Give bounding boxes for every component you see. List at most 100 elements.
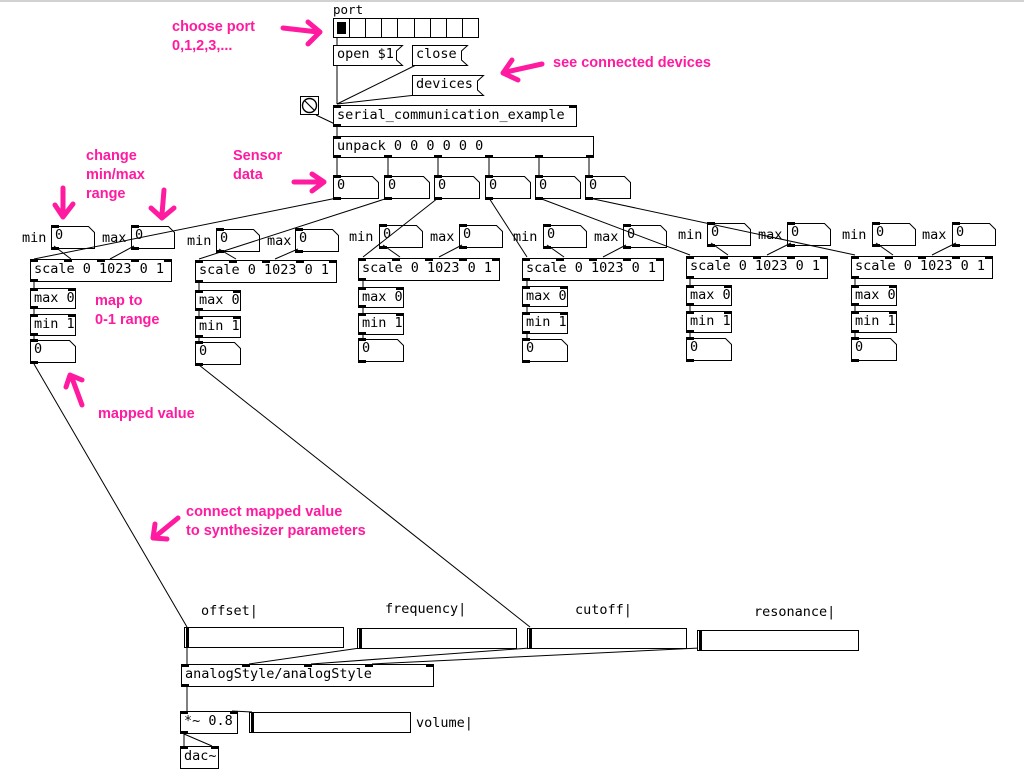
min-number-4[interactable]: 0 [543,224,587,249]
port-label: port [333,2,364,17]
scale-object-3[interactable]: scale 0 1023 0 1 [358,258,500,281]
mapped-value-3[interactable]: 0 [358,338,404,363]
scale-object-4[interactable]: scale 0 1023 0 1 [522,258,664,281]
min-object-text-2: min 1 [199,318,240,334]
mapped-value-1-value: 0 [34,341,43,357]
scale-object-6[interactable]: scale 0 1023 0 1 [851,256,993,279]
cutoff-slider-knob[interactable] [529,629,532,648]
sensor-value-5[interactable]: 0 [535,175,581,200]
port-radio-cell-2[interactable] [366,19,383,37]
mapped-value-4[interactable]: 0 [522,338,568,363]
resonance-slider[interactable] [697,630,859,651]
mapped-value-2[interactable]: 0 [195,341,241,366]
min-object-3[interactable]: min 1 [358,313,404,335]
port-radio[interactable] [333,18,479,38]
arrow-to-max-icon [148,187,177,221]
port-radio-cell-3[interactable] [382,19,399,37]
bang-button[interactable] [300,96,319,115]
max-object-1[interactable]: max 0 [30,288,76,309]
close-message-text: close [416,46,457,62]
sensor-value-6[interactable]: 0 [585,175,631,200]
min-label-6: min [842,227,867,243]
volume-slider[interactable] [249,712,411,733]
port-radio-cell-0[interactable] [334,19,351,37]
max-number-3-value: 0 [463,226,472,242]
frequency-slider[interactable] [357,628,517,649]
max-number-1[interactable]: 0 [131,225,175,250]
annotation-sensor-data: Sensor data [233,148,283,183]
arrow-to-sensor-icon [291,171,327,194]
sensor-value-3-value: 0 [438,177,447,193]
max-object-5[interactable]: max 0 [686,285,732,306]
scale-text-4: scale 0 1023 0 1 [526,260,657,276]
sensor-value-3[interactable]: 0 [434,175,480,200]
port-radio-cell-8[interactable] [463,19,478,37]
open-message[interactable]: open $1 [333,45,404,66]
cutoff-slider[interactable] [527,628,687,649]
mapped-value-1[interactable]: 0 [30,339,76,364]
max-object-3[interactable]: max 0 [358,287,404,308]
multiply-signal-object[interactable]: *~ 0.8 [180,711,238,734]
max-object-text-2: max 0 [199,292,240,308]
max-object-6[interactable]: max 0 [851,285,897,306]
close-message[interactable]: close [412,45,469,66]
min-number-3[interactable]: 0 [379,224,423,249]
min-number-6-value: 0 [876,224,885,240]
dac-object[interactable]: dac~ [180,746,219,769]
devices-message[interactable]: devices [412,75,485,96]
min-number-5[interactable]: 0 [707,222,751,247]
frequency-slider-knob[interactable] [359,629,362,648]
cutoff-label: cutoff| [575,602,632,618]
min-object-5[interactable]: min 1 [686,311,732,333]
min-object-6[interactable]: min 1 [851,311,897,333]
analogstyle-synth-object[interactable]: analogStyle/analogStyle [181,664,434,687]
resonance-slider-knob[interactable] [699,631,702,650]
scale-object-2[interactable]: scale 0 1023 0 1 [195,260,337,283]
frequency-label: frequency| [385,601,467,617]
volume-slider-knob[interactable] [251,713,254,732]
min-object-text-5: min 1 [690,313,731,329]
window-top-border [0,0,1024,2]
serial-communication-object[interactable]: serial_communication_example [333,105,577,127]
port-radio-cell-4[interactable] [398,19,415,37]
sensor-value-1[interactable]: 0 [333,175,379,200]
min-object-2[interactable]: min 1 [195,316,241,338]
max-number-2-value: 0 [299,230,308,246]
min-number-1[interactable]: 0 [51,225,95,250]
max-number-4-value: 0 [627,226,636,242]
min-number-5-value: 0 [711,224,720,240]
min-object-4[interactable]: min 1 [522,312,568,334]
port-radio-cell-5[interactable] [415,19,431,37]
max-object-4[interactable]: max 0 [522,286,568,307]
max-object-2[interactable]: max 0 [195,290,241,311]
mapped-value-6[interactable]: 0 [851,337,897,362]
min-number-6[interactable]: 0 [872,222,916,247]
min-number-2[interactable]: 0 [216,228,260,253]
resonance-label: resonance| [754,604,836,620]
offset-slider[interactable] [184,627,344,648]
sensor-value-2[interactable]: 0 [384,175,430,200]
mapped-value-5[interactable]: 0 [686,337,732,362]
scale-text-6: scale 0 1023 0 1 [855,258,986,274]
unpack-object[interactable]: unpack 0 0 0 0 0 0 [333,136,594,158]
unpack-text: unpack 0 0 0 0 0 0 [337,138,484,154]
max-number-4[interactable]: 0 [623,224,667,249]
port-radio-cell-1[interactable] [350,19,367,37]
min-label-2: min [187,233,212,249]
max-number-5[interactable]: 0 [787,222,831,247]
dac-text: dac~ [184,748,217,764]
sensor-value-2-value: 0 [388,177,397,193]
max-number-3[interactable]: 0 [459,224,503,249]
scale-object-5[interactable]: scale 0 1023 0 1 [686,256,828,279]
bang-circle-icon [301,97,318,114]
annotation-map-range: map to 0-1 range [95,293,160,328]
max-number-6[interactable]: 0 [952,222,996,247]
offset-slider-knob[interactable] [186,628,189,647]
sensor-value-4[interactable]: 0 [485,175,531,200]
min-object-1[interactable]: min 1 [30,314,76,336]
max-number-2[interactable]: 0 [295,228,339,253]
max-object-text-3: max 0 [362,289,403,305]
scale-object-1[interactable]: scale 0 1023 0 1 [30,259,172,282]
port-radio-cell-7[interactable] [447,19,463,37]
port-radio-cell-6[interactable] [431,19,447,37]
